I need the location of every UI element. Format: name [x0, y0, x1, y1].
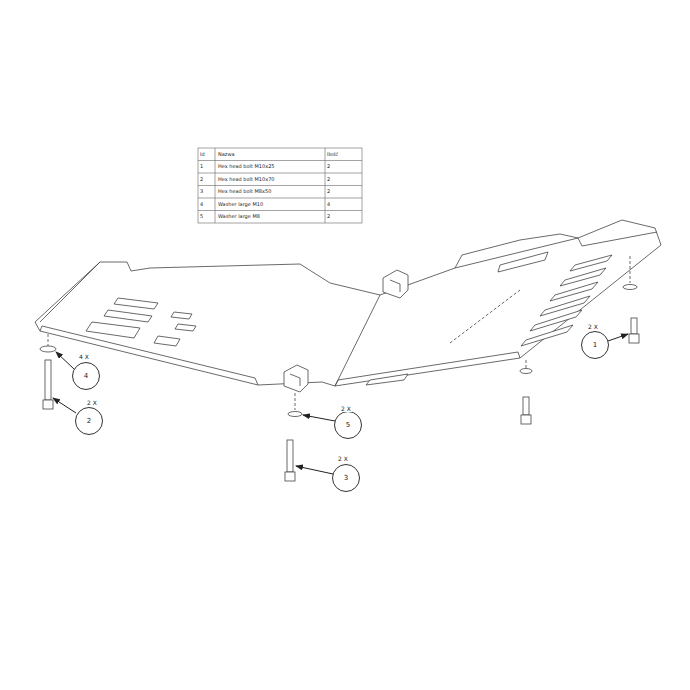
- table-header: Nazwa: [218, 152, 235, 157]
- callout-number: 1: [593, 342, 597, 349]
- quantity-label: 4 X: [78, 354, 90, 360]
- table-cell: Washer large M8: [218, 214, 260, 219]
- table-cell: 3: [200, 189, 203, 194]
- table-cell: 2: [327, 189, 330, 194]
- table-cell: Hex head bolt M10x25: [218, 164, 275, 169]
- table-cell: 4: [327, 202, 330, 207]
- table-cell: 2: [327, 164, 330, 169]
- quantity-label: 2 X: [340, 406, 352, 412]
- table-cell: 4: [200, 202, 203, 207]
- table-cell: Hex head bolt M10x70: [218, 177, 275, 182]
- table-header: Ilość: [327, 152, 338, 157]
- table-cell: Washer large M10: [218, 202, 263, 207]
- table-cell: 5: [200, 214, 203, 219]
- callout-number: 4: [84, 373, 88, 380]
- callout-number: 5: [346, 422, 350, 429]
- callout-circle: 3: [332, 464, 360, 492]
- callout-number: 3: [344, 475, 348, 482]
- callout-circle: 4: [72, 362, 100, 390]
- table-cell: 2: [327, 177, 330, 182]
- quantity-label: 2 X: [337, 456, 349, 462]
- callout-circle: 1: [581, 331, 609, 359]
- quantity-label: 2 X: [86, 400, 98, 406]
- table-header: Id: [200, 152, 205, 157]
- callout-number: 2: [87, 418, 91, 425]
- callout-circle: 2: [75, 407, 103, 435]
- table-cell: 2: [200, 177, 203, 182]
- callout-circle: 5: [334, 411, 362, 439]
- table-cell: Hex head bolt M8x50: [218, 189, 271, 194]
- table-cell: 2: [327, 214, 330, 219]
- quantity-label: 2 X: [587, 324, 599, 330]
- table-cell: 1: [200, 164, 203, 169]
